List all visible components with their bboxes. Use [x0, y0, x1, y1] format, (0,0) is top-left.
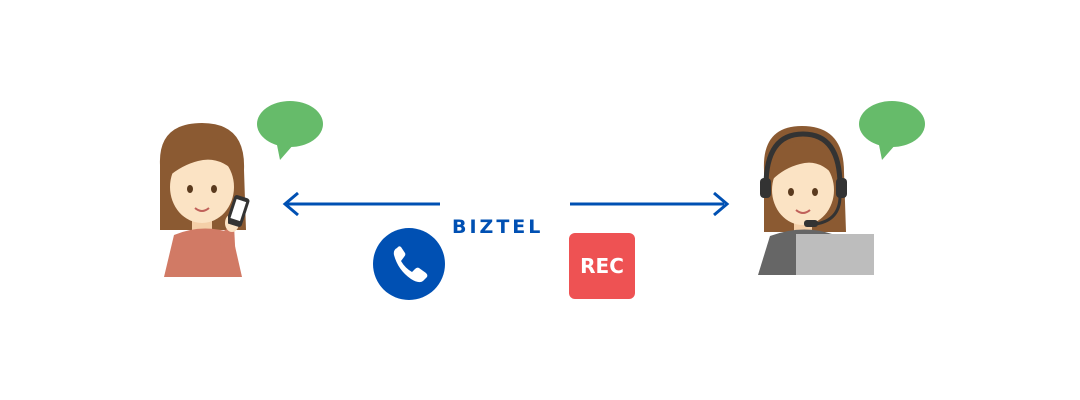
phone-handset-icon — [373, 228, 445, 300]
arrow-to-customer — [282, 191, 440, 217]
speech-bubble-icon — [257, 101, 323, 160]
brand-logo: BIZTEL — [452, 216, 544, 238]
smartphone-icon — [228, 195, 250, 227]
operator-figure — [758, 126, 874, 275]
rec-badge: REC — [569, 233, 635, 299]
arrow-to-operator — [570, 191, 730, 217]
speech-bubble-icon — [859, 101, 925, 160]
